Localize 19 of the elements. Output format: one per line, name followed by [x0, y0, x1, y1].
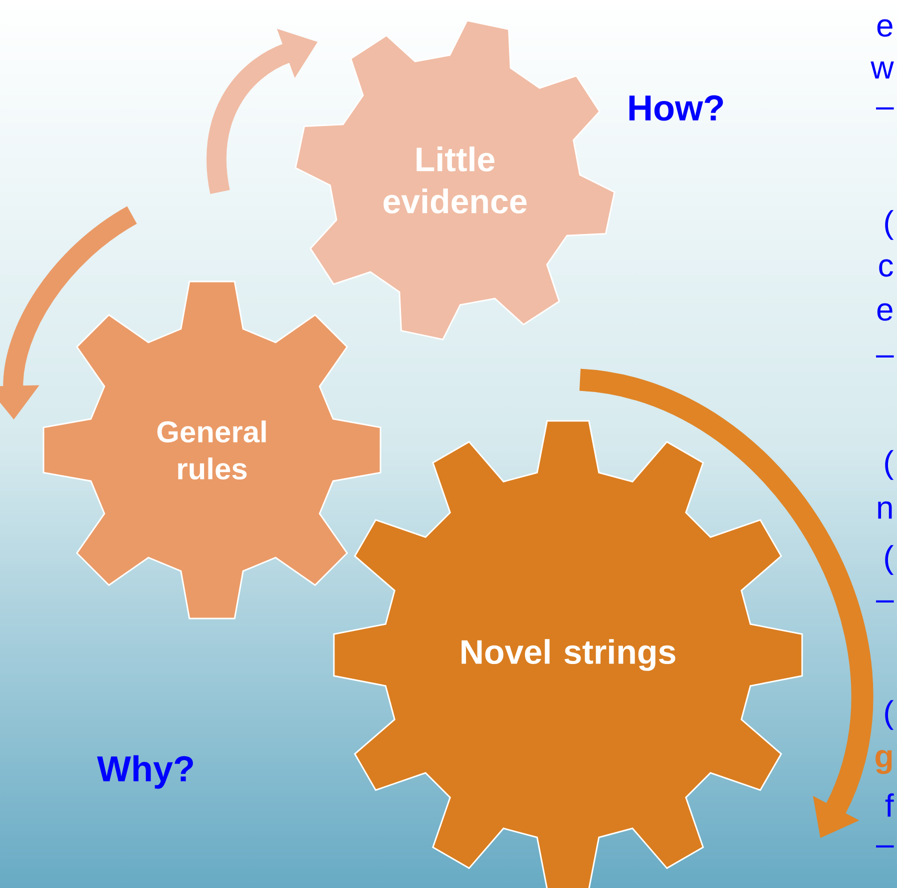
cut-off-text: – [876, 845, 894, 848]
question: Why? [97, 755, 193, 789]
cut-off-text: – [876, 355, 894, 358]
cut-off-text: e [877, 19, 892, 37]
cut-off-text: e [877, 303, 892, 321]
cut-off-text: w [870, 62, 894, 78]
cut-off-text: c [879, 259, 893, 277]
cut-off-text: f [885, 793, 894, 817]
gear: Novel strings [333, 420, 803, 888]
cut-off-text: – [876, 107, 894, 110]
gear: General rules [42, 280, 382, 620]
cut-off-text: n [878, 501, 892, 519]
cut-off-text: g [876, 750, 892, 774]
cut-off-text: ( [885, 545, 894, 575]
cut-off-text: ( [885, 700, 894, 730]
cut-off-text: ( [885, 450, 894, 480]
cut-off-text: – [876, 600, 894, 603]
gear: Little evidence [294, 20, 616, 340]
cut-off-text: ( [885, 210, 894, 240]
